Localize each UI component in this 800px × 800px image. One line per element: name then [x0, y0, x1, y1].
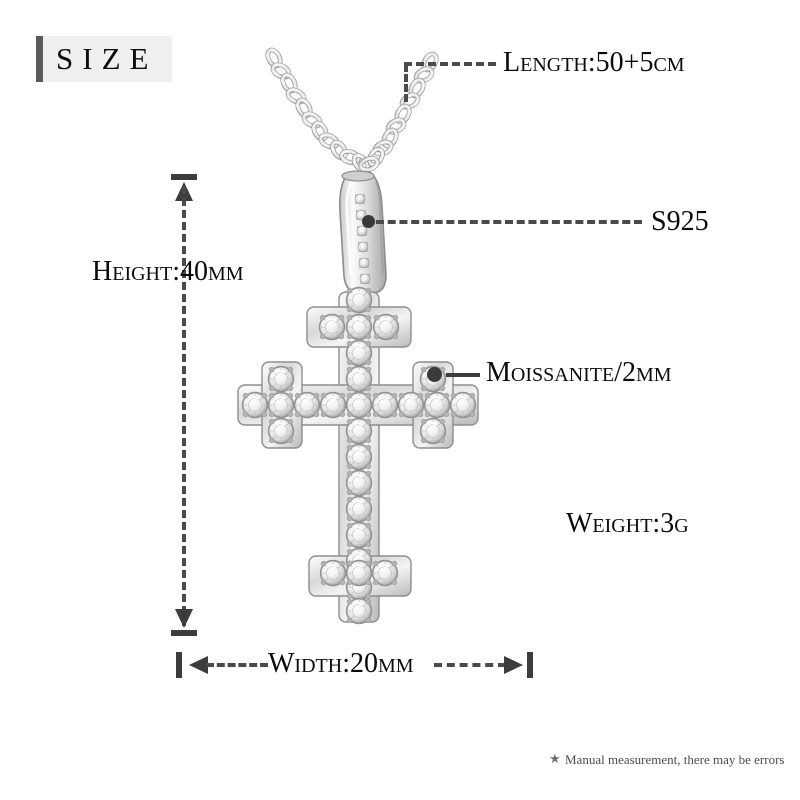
width-arrow-left [189, 656, 208, 674]
height-cap-top [171, 174, 197, 180]
moissanite-leader-line [446, 373, 480, 377]
width-cap-right [527, 652, 533, 678]
s925-anchor-dot [362, 215, 375, 228]
length-leader-vertical [404, 64, 408, 102]
width-dimension-line-right [434, 663, 506, 667]
width-dimension-line-left [206, 663, 268, 667]
pendant-bail [338, 170, 387, 294]
width-cap-left [176, 652, 182, 678]
moissanite-anchor-dot [427, 367, 442, 382]
height-dimension-line [182, 186, 186, 626]
length-leader-horizontal [404, 62, 496, 66]
dimension-label-height: Height:40mm [92, 256, 244, 287]
dimension-label-width: Width:20mm [268, 648, 414, 679]
width-arrow-right [504, 656, 523, 674]
footer-star-icon: ★ [549, 751, 561, 766]
s925-leader-line [376, 220, 642, 224]
height-arrow-down [175, 609, 193, 628]
callout-stone: Moissanite/2mm [486, 357, 672, 388]
footer-disclaimer: Manual measurement, there may be errors [565, 752, 785, 767]
height-cap-bottom [171, 630, 197, 636]
size-header-accent-bar [36, 36, 43, 82]
size-header-background [36, 36, 172, 82]
callout-length: Length:50+5cm [503, 47, 685, 78]
callout-material: S925 [651, 206, 709, 237]
callout-weight: Weight:3g [566, 508, 689, 539]
cross-pendant [237, 285, 479, 626]
page-title: SIZE [56, 41, 158, 76]
necklace-chain [265, 48, 439, 173]
